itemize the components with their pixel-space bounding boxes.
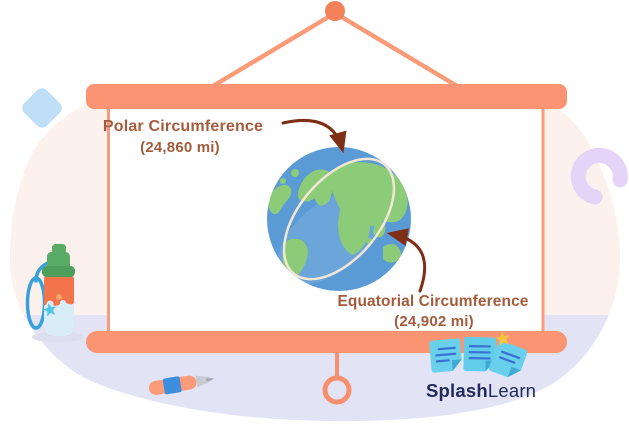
splashlearn-logo: SplashLearn: [426, 380, 536, 401]
bottle-collar: [42, 266, 75, 277]
equatorial-title: Equatorial Circumference: [337, 293, 528, 310]
fountain-pen-icon: [148, 375, 215, 395]
polar-label: Polar Circumference (24,860 mi): [103, 118, 263, 156]
polar-arrow: [281, 118, 347, 154]
equatorial-arrow: [386, 228, 427, 293]
suspension-strings: [211, 1, 459, 88]
pull-cord: [322, 352, 352, 405]
great-circle-line: [282, 157, 396, 281]
bottle-star-icon: [42, 303, 57, 317]
globe: [267, 147, 411, 291]
continents: [267, 157, 408, 285]
water-bottle-icon: [25, 244, 84, 343]
polar-title: Polar Circumference: [103, 118, 263, 135]
star-icon: [495, 331, 511, 347]
bottle-dot: [56, 294, 62, 300]
continent: [267, 184, 292, 215]
logo-part2: Learn: [488, 380, 536, 401]
continent: [383, 244, 401, 263]
screen-top-bar: [86, 84, 567, 109]
pull-ring: [322, 375, 352, 405]
equatorial-value: (24,902 mi): [394, 313, 474, 330]
bottle-cap: [47, 252, 70, 267]
island: [291, 169, 299, 177]
sticky-notes-icon: [429, 331, 528, 378]
continent: [314, 180, 332, 206]
diamond-icon: [22, 88, 62, 128]
equatorial-label: Equatorial Circumference (24,902 mi): [337, 293, 528, 330]
bottle-cap-knob: [52, 244, 66, 254]
crescent-icon: [570, 147, 628, 205]
island: [280, 178, 286, 184]
hanging-knob: [325, 1, 345, 21]
logo-part1: Splash: [426, 380, 488, 401]
continent: [338, 204, 371, 255]
polar-value: (24,860 mi): [140, 139, 220, 156]
